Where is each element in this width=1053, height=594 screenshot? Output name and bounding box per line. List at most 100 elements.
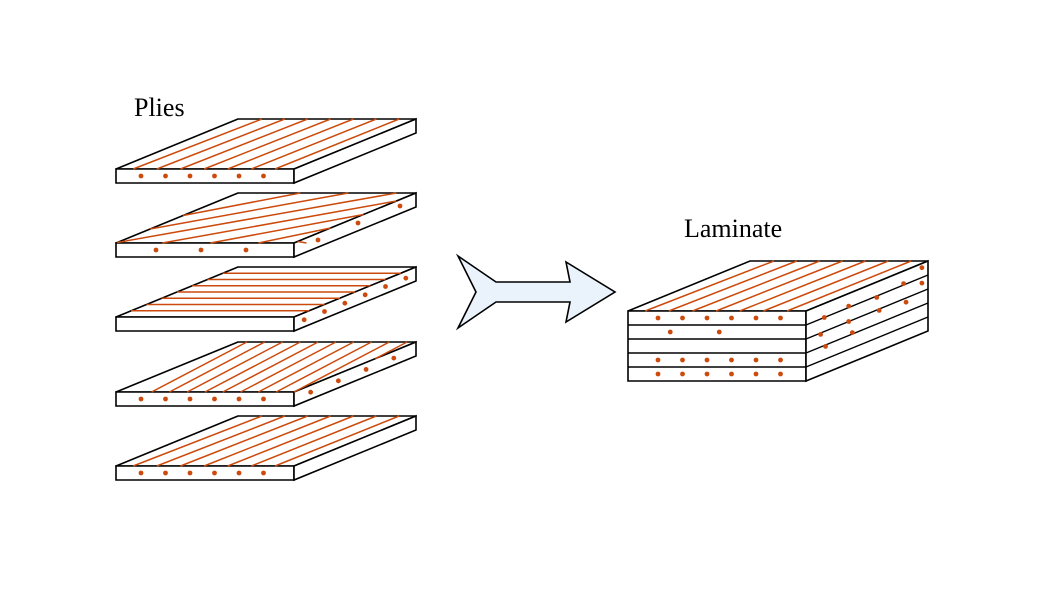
fiber-end-dot	[753, 357, 759, 363]
fiber-end-dot	[261, 470, 266, 476]
ply-fibers	[151, 341, 408, 393]
ply-front-face	[115, 242, 295, 258]
fiber-end-dot	[198, 247, 204, 253]
fiber-line	[180, 415, 308, 467]
fiber-end-dot	[919, 265, 925, 271]
fiber-end-dot	[163, 470, 168, 476]
fiber-line	[151, 341, 248, 393]
fiber-end-dot	[342, 300, 348, 306]
fiber-line	[203, 118, 331, 170]
plies-label: Plies	[134, 93, 185, 122]
fiber-end-dot	[655, 315, 661, 321]
fiber-end-dot	[187, 173, 193, 179]
ply-fibers	[132, 415, 400, 467]
fiber-end-dot	[212, 470, 217, 476]
fiber-end-dot	[655, 371, 661, 377]
fiber-line	[274, 118, 400, 170]
fiber-end-dot	[236, 396, 242, 402]
fiber-line	[132, 118, 263, 170]
laminate-layer-line	[805, 288, 929, 340]
fiber-line	[258, 227, 331, 244]
fiber-end-dot	[243, 247, 249, 253]
fiber-end-dot	[163, 173, 168, 179]
fiber-end-dot	[138, 396, 144, 402]
fiber-line	[210, 213, 364, 244]
fiber-line	[203, 415, 331, 467]
fiber-end-dot	[729, 357, 734, 363]
laminate-label: Laminate	[684, 214, 782, 243]
fiber-end-dot	[846, 303, 852, 309]
ply-3	[115, 265, 417, 333]
fiber-end-dot	[680, 371, 685, 377]
right-arrow-icon	[455, 253, 617, 331]
fiber-end-dot	[823, 344, 828, 349]
fiber-end-dot	[919, 280, 925, 286]
fiber-end-dot	[212, 396, 217, 402]
arrow-shape	[455, 253, 617, 331]
fiber-end-dot	[383, 284, 388, 289]
ply-4	[115, 340, 417, 408]
fiber-end-dot	[778, 371, 783, 377]
plies-stack	[115, 117, 417, 482]
fiber-line	[692, 260, 820, 312]
fiber-line	[739, 260, 866, 312]
fiber-line	[251, 118, 377, 170]
fiber-end-dot	[138, 173, 144, 179]
fiber-end-dot	[315, 237, 321, 243]
ply-2	[115, 191, 417, 259]
laminate-front-face	[627, 310, 807, 382]
ply-side-face	[293, 414, 417, 482]
fiber-end-dot	[729, 371, 734, 377]
fiber-line	[117, 192, 397, 244]
fiber-line	[186, 341, 283, 393]
laminate-layer-line	[805, 316, 929, 368]
fiber-line	[156, 118, 286, 170]
fiber-end-dot	[716, 329, 722, 335]
fiber-end-dot	[187, 396, 193, 402]
fiber-line	[150, 192, 349, 230]
fiber-end-dot	[308, 389, 314, 395]
fiber-end-dot	[363, 367, 369, 372]
fiber-line	[293, 341, 390, 393]
fiber-line	[227, 415, 354, 467]
fiber-end-dot	[261, 173, 266, 179]
fiber-end-dot	[212, 173, 217, 179]
fiber-line	[668, 260, 798, 312]
fiber-end-dot	[778, 315, 783, 321]
fiber-end-dot	[704, 371, 710, 377]
fiber-line	[180, 118, 308, 170]
fiber-line	[227, 118, 354, 170]
fiber-end-dot	[846, 319, 852, 324]
fiber-end-dot	[655, 357, 661, 363]
fiber-line	[786, 260, 912, 312]
laminate-fibers	[644, 260, 912, 312]
fiber-line	[222, 341, 319, 393]
fiber-end-dot	[778, 357, 783, 363]
ply-side-face	[293, 265, 417, 333]
fiber-end-dot	[903, 299, 909, 305]
fiber-line	[763, 260, 889, 312]
laminate-block	[627, 259, 929, 383]
fiber-line	[162, 200, 397, 244]
fiber-line	[251, 415, 377, 467]
fiber-end-dot	[849, 330, 855, 335]
fiber-end-dot	[153, 247, 159, 253]
fiber-end-dot	[138, 470, 144, 476]
fiber-end-dot	[821, 315, 827, 320]
fiber-line	[182, 192, 301, 217]
fiber-line	[644, 260, 775, 312]
fiber-end-dot	[355, 220, 361, 226]
fiber-end-dot	[335, 378, 341, 384]
fiber-end-dot	[261, 396, 266, 402]
fiber-end-dot	[753, 315, 759, 321]
fiber-end-dot	[729, 315, 734, 321]
fiber-end-dot	[680, 357, 685, 363]
fiber-line	[297, 240, 307, 244]
fiber-line	[240, 341, 337, 393]
fiber-line	[169, 341, 266, 393]
fiber-end-dot	[901, 281, 906, 286]
fiber-line	[275, 341, 372, 393]
ply-fibers	[132, 118, 400, 170]
fiber-end-dot	[301, 317, 307, 323]
fiber-end-dot	[818, 332, 824, 337]
